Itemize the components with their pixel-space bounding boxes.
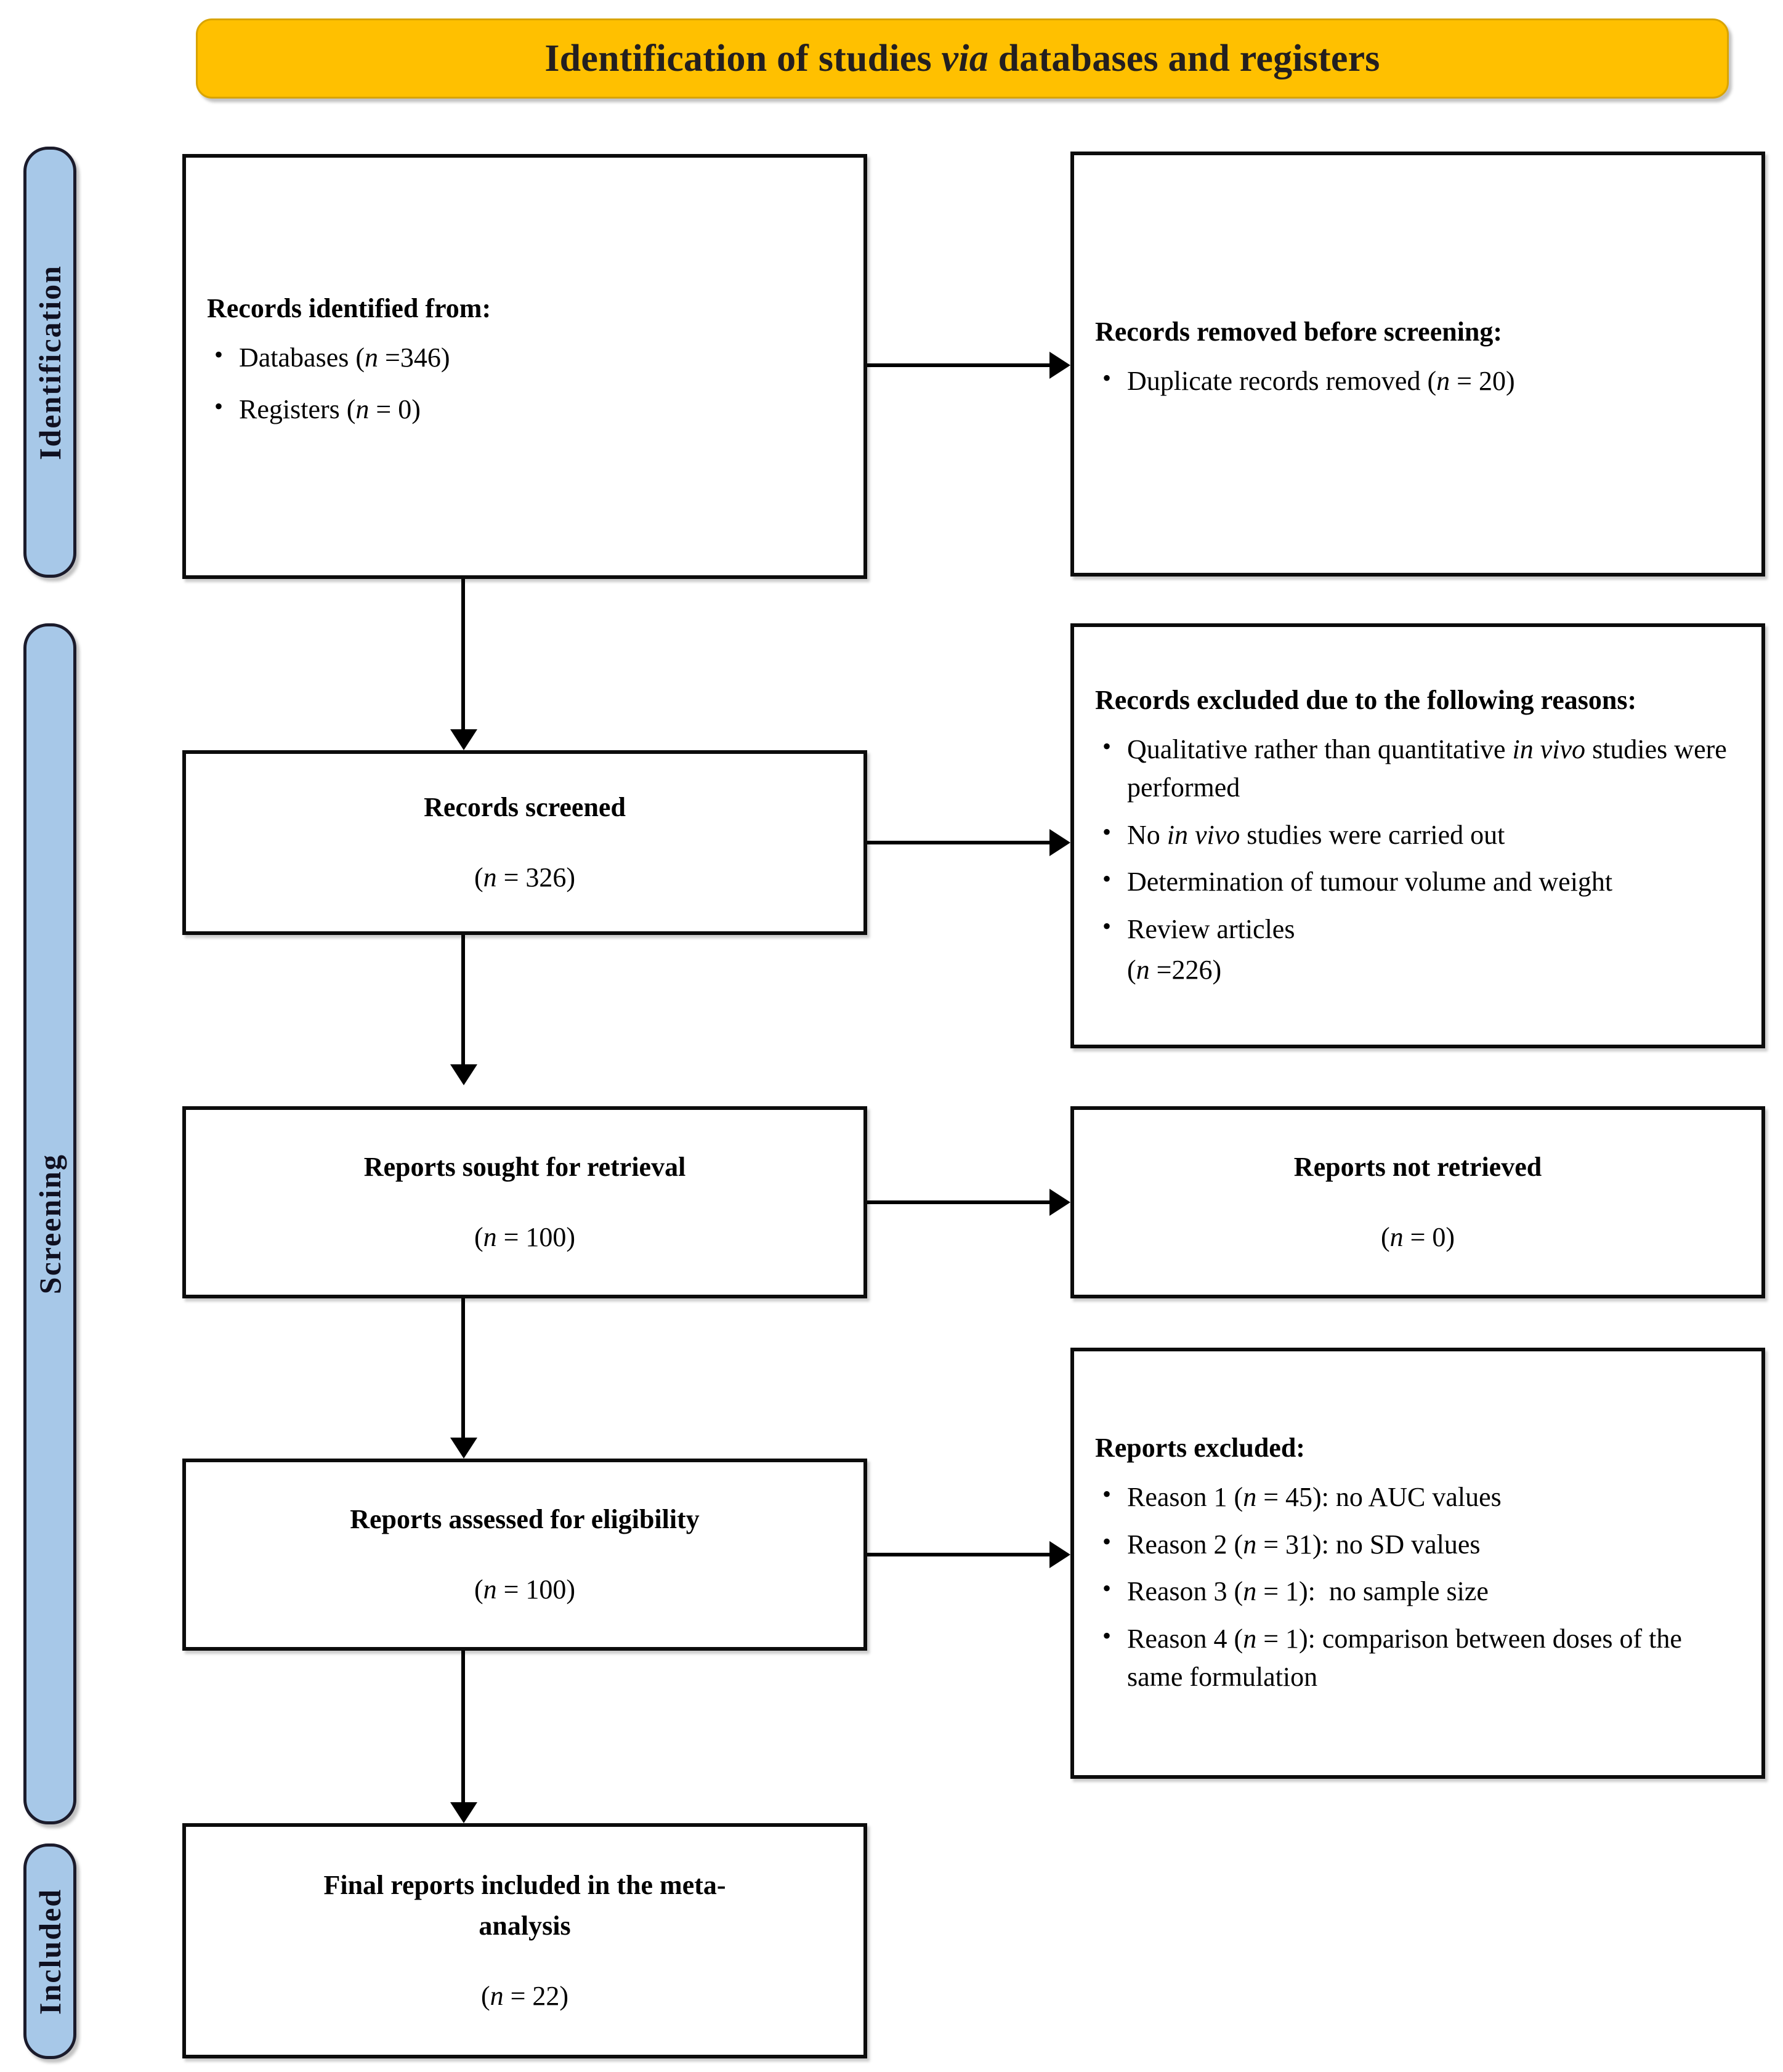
page-title-italic: via (941, 37, 989, 79)
arrowhead-right-identified-to-removed (1049, 352, 1070, 379)
box-records-removed-list: Duplicate records removed (n = 20) (1095, 361, 1741, 414)
box-final-reports-included: Final reports included in the meta- anal… (182, 1823, 867, 2058)
box-reports-sought-count: (n = 100) (474, 1222, 576, 1252)
connector-identified-to-screened (461, 579, 465, 729)
stage-label-included: Included (33, 1888, 67, 2015)
list-item: Reason 4 (n = 1): comparison between dos… (1102, 1619, 1741, 1697)
arrowhead-down-sought-to-assessed (450, 1438, 477, 1459)
box-reports-assessed-heading: Reports assessed for eligibility (350, 1504, 700, 1534)
arrowhead-down-identified-to-screened (450, 729, 477, 750)
connector-identified-to-removed (867, 363, 1049, 367)
box-records-excluded-count: (n =226) (1127, 955, 1222, 985)
box-reports-not-retrieved: Reports not retrieved (n = 0) (1070, 1106, 1765, 1298)
box-reports-excluded-heading: Reports excluded: (1095, 1433, 1305, 1463)
box-reports-sought: Reports sought for retrieval (n = 100) (182, 1106, 867, 1298)
list-item: Reason 3 (n = 1): no sample size (1102, 1571, 1741, 1611)
box-records-removed-heading: Records removed before screening: (1095, 317, 1503, 347)
stage-pill-included: Included (23, 1843, 76, 2059)
box-records-excluded-heading: Records excluded due to the following re… (1095, 685, 1637, 716)
stage-label-screening: Screening (33, 1153, 67, 1295)
box-records-excluded: Records excluded due to the following re… (1070, 623, 1765, 1048)
arrowhead-down-assessed-to-final (450, 1802, 477, 1823)
connector-sought-to-assessed (461, 1298, 465, 1438)
arrowhead-right-screened-to-excluded (1049, 829, 1070, 856)
box-records-identified: Records identified from: Databases (n =3… (182, 154, 867, 579)
box-reports-not-retrieved-count: (n = 0) (1380, 1222, 1455, 1252)
list-item: No in vivo studies were carried out (1102, 815, 1741, 854)
list-item: Registers (n = 0) (214, 389, 843, 429)
list-item: Review articles (1102, 909, 1741, 949)
box-final-reports-heading: Final reports included in the meta- (323, 1870, 726, 1900)
list-item: Databases (n =346) (214, 338, 843, 377)
box-records-screened-count: (n = 326) (474, 862, 576, 892)
connector-screened-to-excluded (867, 841, 1049, 844)
page-title-prefix: Identification of studies (544, 37, 942, 79)
arrowhead-right-assessed-to-reports-excluded (1049, 1541, 1070, 1568)
connector-screened-to-sought (461, 935, 465, 1064)
stage-pill-screening: Screening (23, 623, 76, 1824)
page-title: Identification of studies via databases … (544, 37, 1380, 81)
box-final-reports-count: (n = 22) (480, 1981, 569, 2011)
list-item: Qualitative rather than quantitative in … (1102, 729, 1741, 807)
box-reports-assessed: Reports assessed for eligibility (n = 10… (182, 1459, 867, 1651)
box-records-screened: Records screened (n = 326) (182, 750, 867, 935)
connector-assessed-to-final (461, 1651, 465, 1802)
list-item: Duplicate records removed (n = 20) (1102, 361, 1741, 400)
box-reports-assessed-count: (n = 100) (474, 1574, 576, 1605)
arrowhead-down-screened-to-sought (450, 1064, 477, 1085)
list-item: Determination of tumour volume and weigh… (1102, 862, 1741, 901)
box-reports-not-retrieved-heading: Reports not retrieved (1293, 1152, 1542, 1182)
connector-assessed-to-reports-excluded (867, 1553, 1049, 1556)
stage-label-identification: Identification (33, 264, 67, 460)
arrowhead-right-sought-to-not-retrieved (1049, 1189, 1070, 1216)
box-records-removed: Records removed before screening: Duplic… (1070, 152, 1765, 577)
box-records-identified-list: Databases (n =346) Registers (n = 0) (207, 338, 843, 443)
box-reports-excluded: Reports excluded: Reason 1 (n = 45): no … (1070, 1348, 1765, 1779)
stage-pill-identification: Identification (23, 147, 76, 578)
list-item: Reason 1 (n = 45): no AUC values (1102, 1477, 1741, 1516)
box-records-excluded-list: Qualitative rather than quantitative in … (1095, 729, 1741, 949)
box-reports-sought-heading: Reports sought for retrieval (363, 1152, 686, 1182)
diagram-title-banner: Identification of studies via databases … (196, 18, 1729, 99)
box-records-identified-heading: Records identified from: (207, 293, 491, 324)
box-records-screened-heading: Records screened (424, 792, 626, 822)
box-reports-excluded-list: Reason 1 (n = 45): no AUC values Reason … (1095, 1477, 1741, 1697)
connector-sought-to-not-retrieved (867, 1200, 1049, 1204)
list-item: Reason 2 (n = 31): no SD values (1102, 1524, 1741, 1564)
page-title-suffix: databases and registers (988, 37, 1380, 79)
box-final-reports-heading-cont: analysis (479, 1911, 571, 1941)
